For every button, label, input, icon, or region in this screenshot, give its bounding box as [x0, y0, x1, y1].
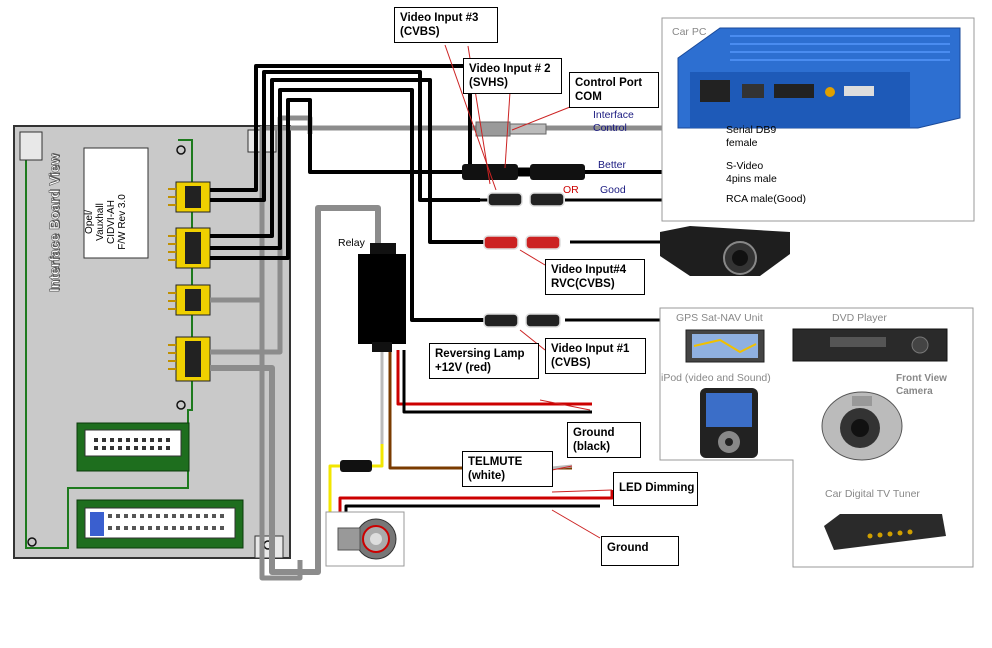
header-connector-large — [76, 499, 244, 549]
rca-pair-video4 — [483, 235, 561, 250]
rca-pair-video1 — [483, 313, 561, 328]
ipod-image — [700, 388, 758, 458]
header-connector-small — [76, 422, 190, 472]
board-connector-1 — [168, 181, 211, 213]
wire-bundle — [210, 64, 700, 581]
board-connector-2 — [168, 227, 211, 269]
relay — [358, 243, 406, 352]
relay-label: Relay — [338, 237, 365, 249]
callout-ground: Ground — [601, 536, 679, 566]
or-label: OR — [563, 184, 579, 196]
callout-ground-black: Ground(black) — [567, 422, 641, 458]
rear-view-camera — [660, 226, 790, 276]
callout-telmute: TELMUTE(white) — [462, 451, 553, 487]
dvd-label: DVD Player — [832, 312, 887, 324]
rca-male-label: RCA male(Good) — [726, 193, 806, 205]
board-connector-3 — [168, 284, 211, 316]
gps-unit-image — [685, 329, 765, 363]
callout-led-dimming: LED Dimming — [613, 472, 698, 506]
tv-tuner-image — [824, 514, 946, 550]
callout-video-input-1: Video Input #1(CVBS) — [545, 338, 646, 374]
devices-panel — [659, 307, 974, 568]
callout-video-input-2: Video Input # 2(SVHS) — [463, 58, 562, 94]
car-pc-panel — [661, 17, 975, 222]
push-switch-image — [325, 511, 405, 567]
gps-label: GPS Sat-NAV Unit — [676, 312, 763, 324]
callout-video-input-3: Video Input #3(CVBS) — [394, 7, 498, 43]
car-pc-image — [677, 27, 961, 129]
board-connector-4 — [168, 336, 211, 382]
dvd-player-image — [792, 328, 948, 362]
inline-connector — [340, 460, 372, 472]
callout-reversing-lamp: Reversing Lamp+12V (red) — [429, 343, 539, 379]
car-pc-label: Car PC — [672, 26, 707, 38]
good-label: Good — [600, 184, 626, 196]
tv-tuner-label: Car Digital TV Tuner — [825, 488, 920, 500]
front-camera-image — [821, 391, 903, 461]
better-label: Better — [598, 159, 627, 171]
ipod-label: iPod (video and Sound) — [661, 372, 771, 384]
